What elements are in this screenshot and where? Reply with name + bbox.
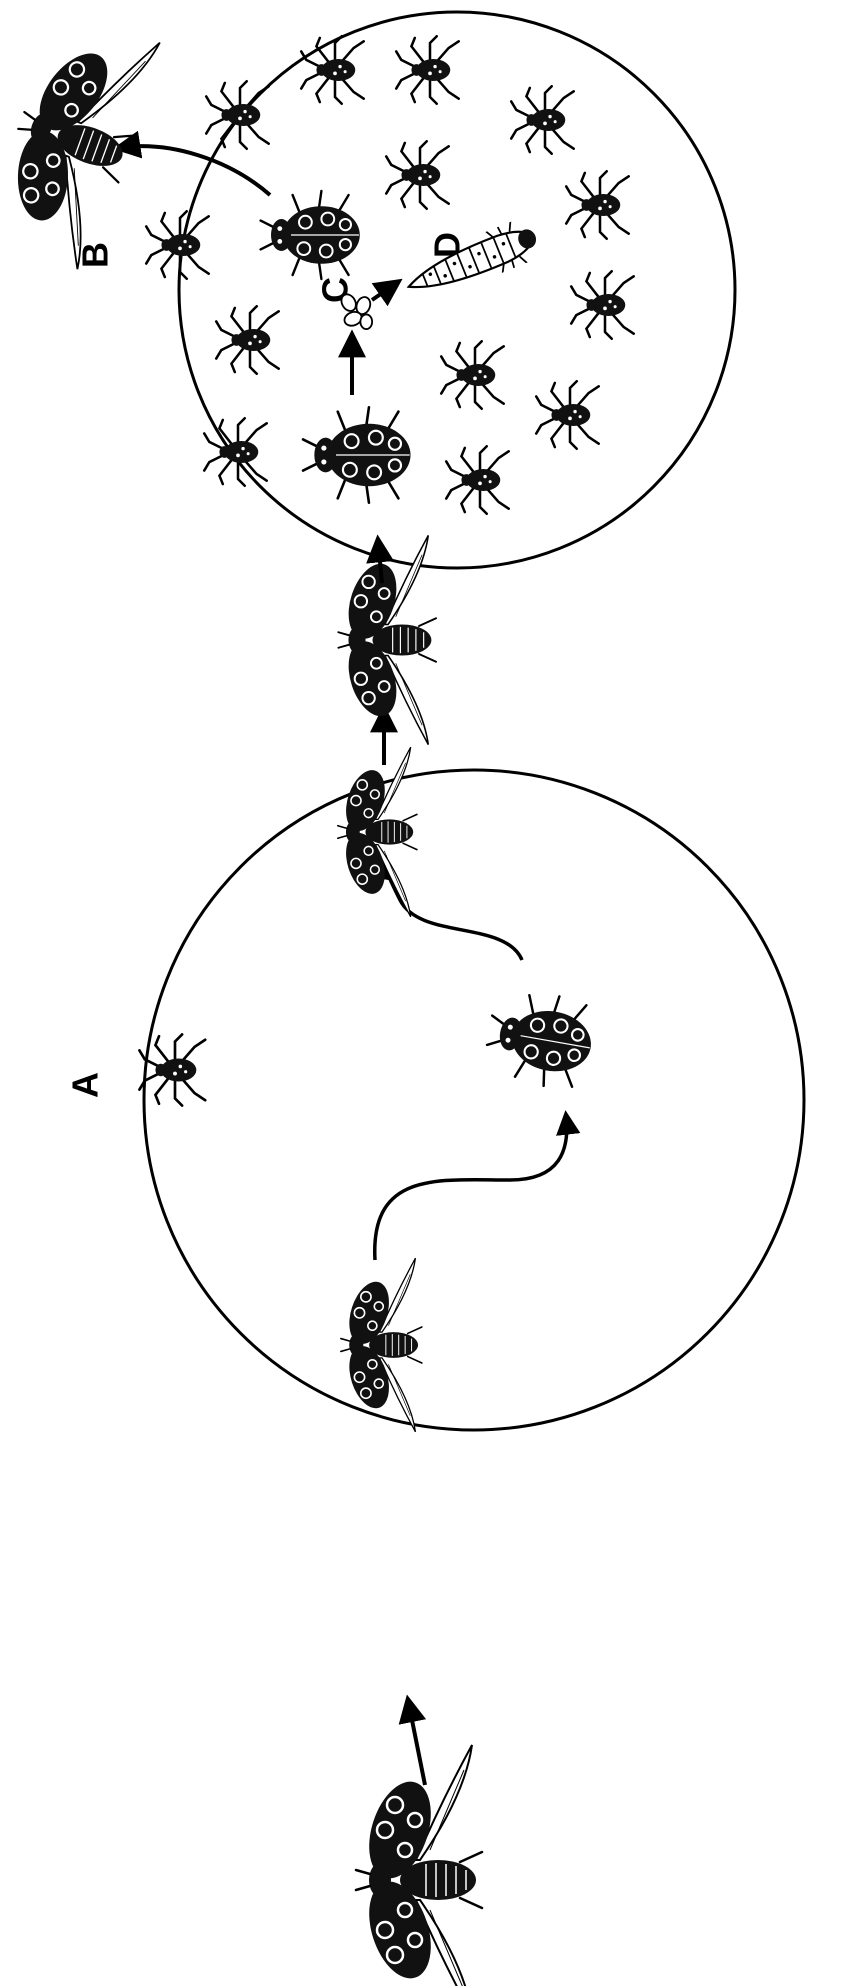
aphid-icon	[386, 141, 448, 209]
arrow-icon	[408, 1700, 425, 1785]
arrow-icon	[375, 1115, 567, 1260]
aphid-icon	[571, 271, 633, 339]
aphid-icon	[146, 211, 208, 279]
aphid-icon	[566, 171, 628, 239]
ladybird-icon	[261, 191, 360, 279]
ladybird-flying-icon	[338, 747, 417, 917]
stage-b-circle	[179, 12, 735, 568]
ladybird-flying-icon	[0, 7, 168, 272]
egg-cluster-icon	[339, 292, 373, 329]
ladybird-icon	[482, 985, 599, 1092]
aphid-icon	[441, 341, 503, 409]
stage-a-circle	[144, 770, 804, 1430]
arrow-icon	[118, 146, 270, 195]
aphid-icon	[204, 418, 266, 486]
ladybird-icon	[303, 407, 410, 502]
aphid-icon	[511, 86, 573, 154]
aphid-icon	[206, 81, 268, 149]
aphid-icon	[216, 306, 278, 374]
larva-icon	[400, 214, 544, 308]
aphid-icon	[446, 446, 508, 514]
aphid-icon	[396, 36, 458, 104]
aphid-icon	[301, 36, 363, 104]
aphid-icon	[536, 381, 598, 449]
arrow-icon	[372, 282, 398, 300]
ladybird-flying-icon	[356, 1745, 482, 1986]
label-a: A	[65, 1072, 106, 1098]
